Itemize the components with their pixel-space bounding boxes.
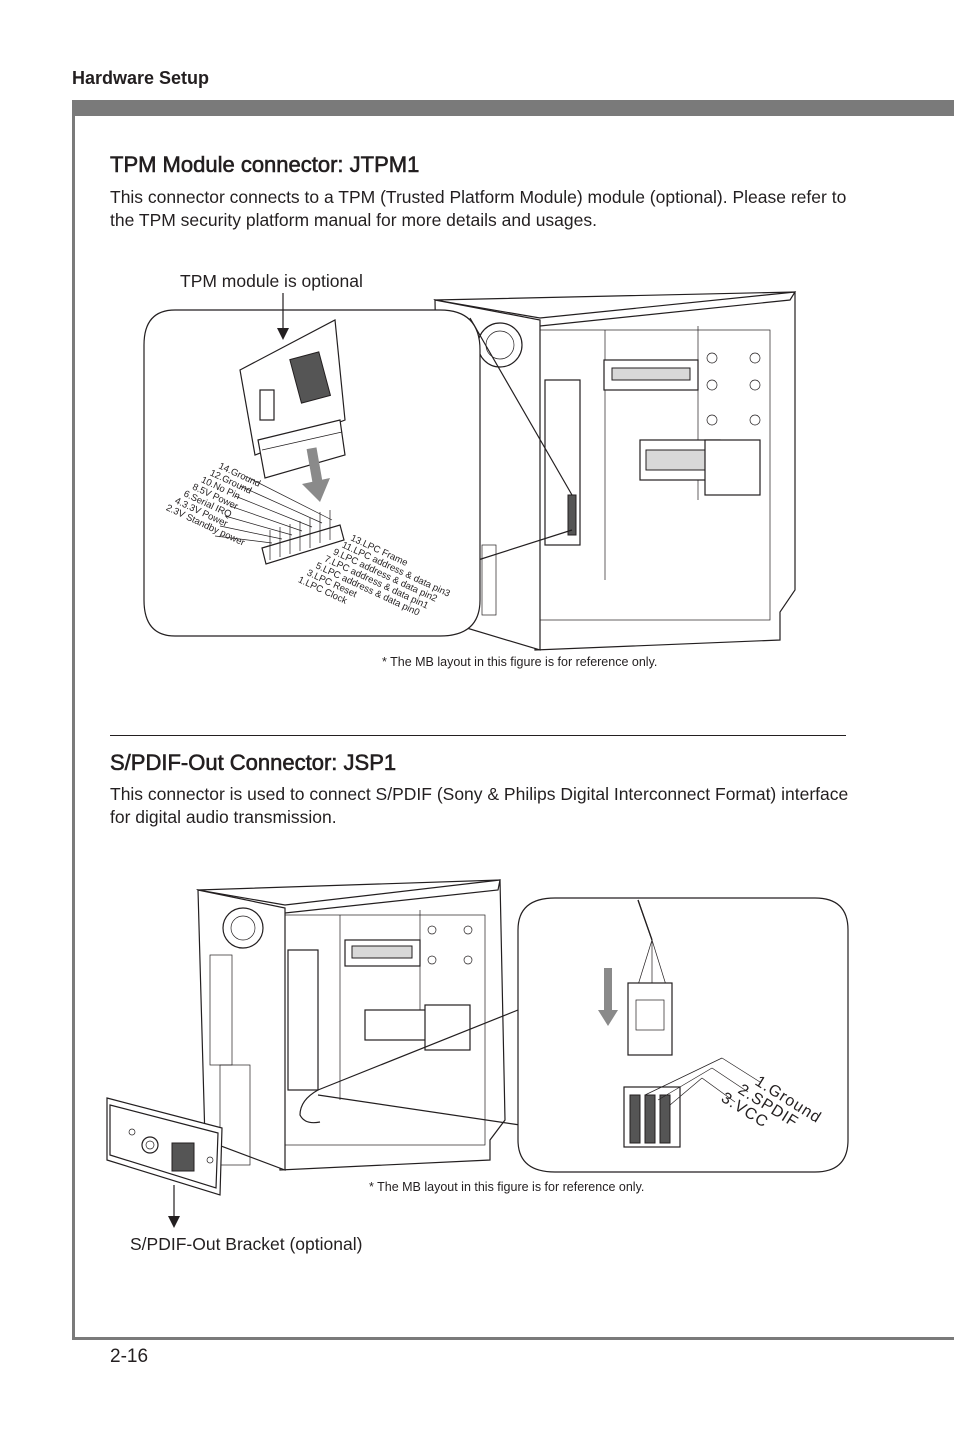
tpm-optional-callout: TPM module is optional — [180, 271, 363, 291]
spdif-section-title: S/PDIF-Out Connector: JSP1 — [110, 750, 397, 776]
section-divider — [110, 735, 846, 736]
spdif-case-illustration: 1.Ground 2.SPDIF 3.VCC — [106, 879, 849, 1228]
tpm-reference-note: * The MB layout in this figure is for re… — [382, 655, 658, 669]
spdif-description: This connector is used to connect S/PDIF… — [110, 784, 849, 827]
tpm-pin-leaders — [214, 475, 333, 544]
zoom-bubble — [517, 897, 849, 1173]
bottom-border — [72, 1337, 954, 1340]
jtpm1-header — [261, 510, 345, 565]
jsp1-header — [623, 1086, 681, 1148]
header-bar — [72, 100, 954, 116]
tpm-module-card — [239, 319, 346, 479]
tpm-description: This connector connects to a TPM (Truste… — [110, 187, 847, 230]
tpm-section-title: TPM Module connector: JTPM1 — [110, 152, 420, 178]
tpm-case-illustration: 14.Ground 12.Ground 10.No Pin 8.5V Power… — [143, 291, 797, 651]
page-number: 2-16 — [110, 1346, 149, 1367]
spdif-bracket — [106, 1097, 223, 1196]
pc-case-2 — [195, 879, 506, 1171]
left-border — [72, 100, 75, 1340]
section-header: Hardware Setup — [72, 68, 210, 88]
spdif-bracket-callout: S/PDIF-Out Bracket (optional) — [130, 1234, 363, 1254]
spdif-plug — [627, 982, 673, 1056]
spdif-reference-note: * The MB layout in this figure is for re… — [369, 1180, 645, 1194]
